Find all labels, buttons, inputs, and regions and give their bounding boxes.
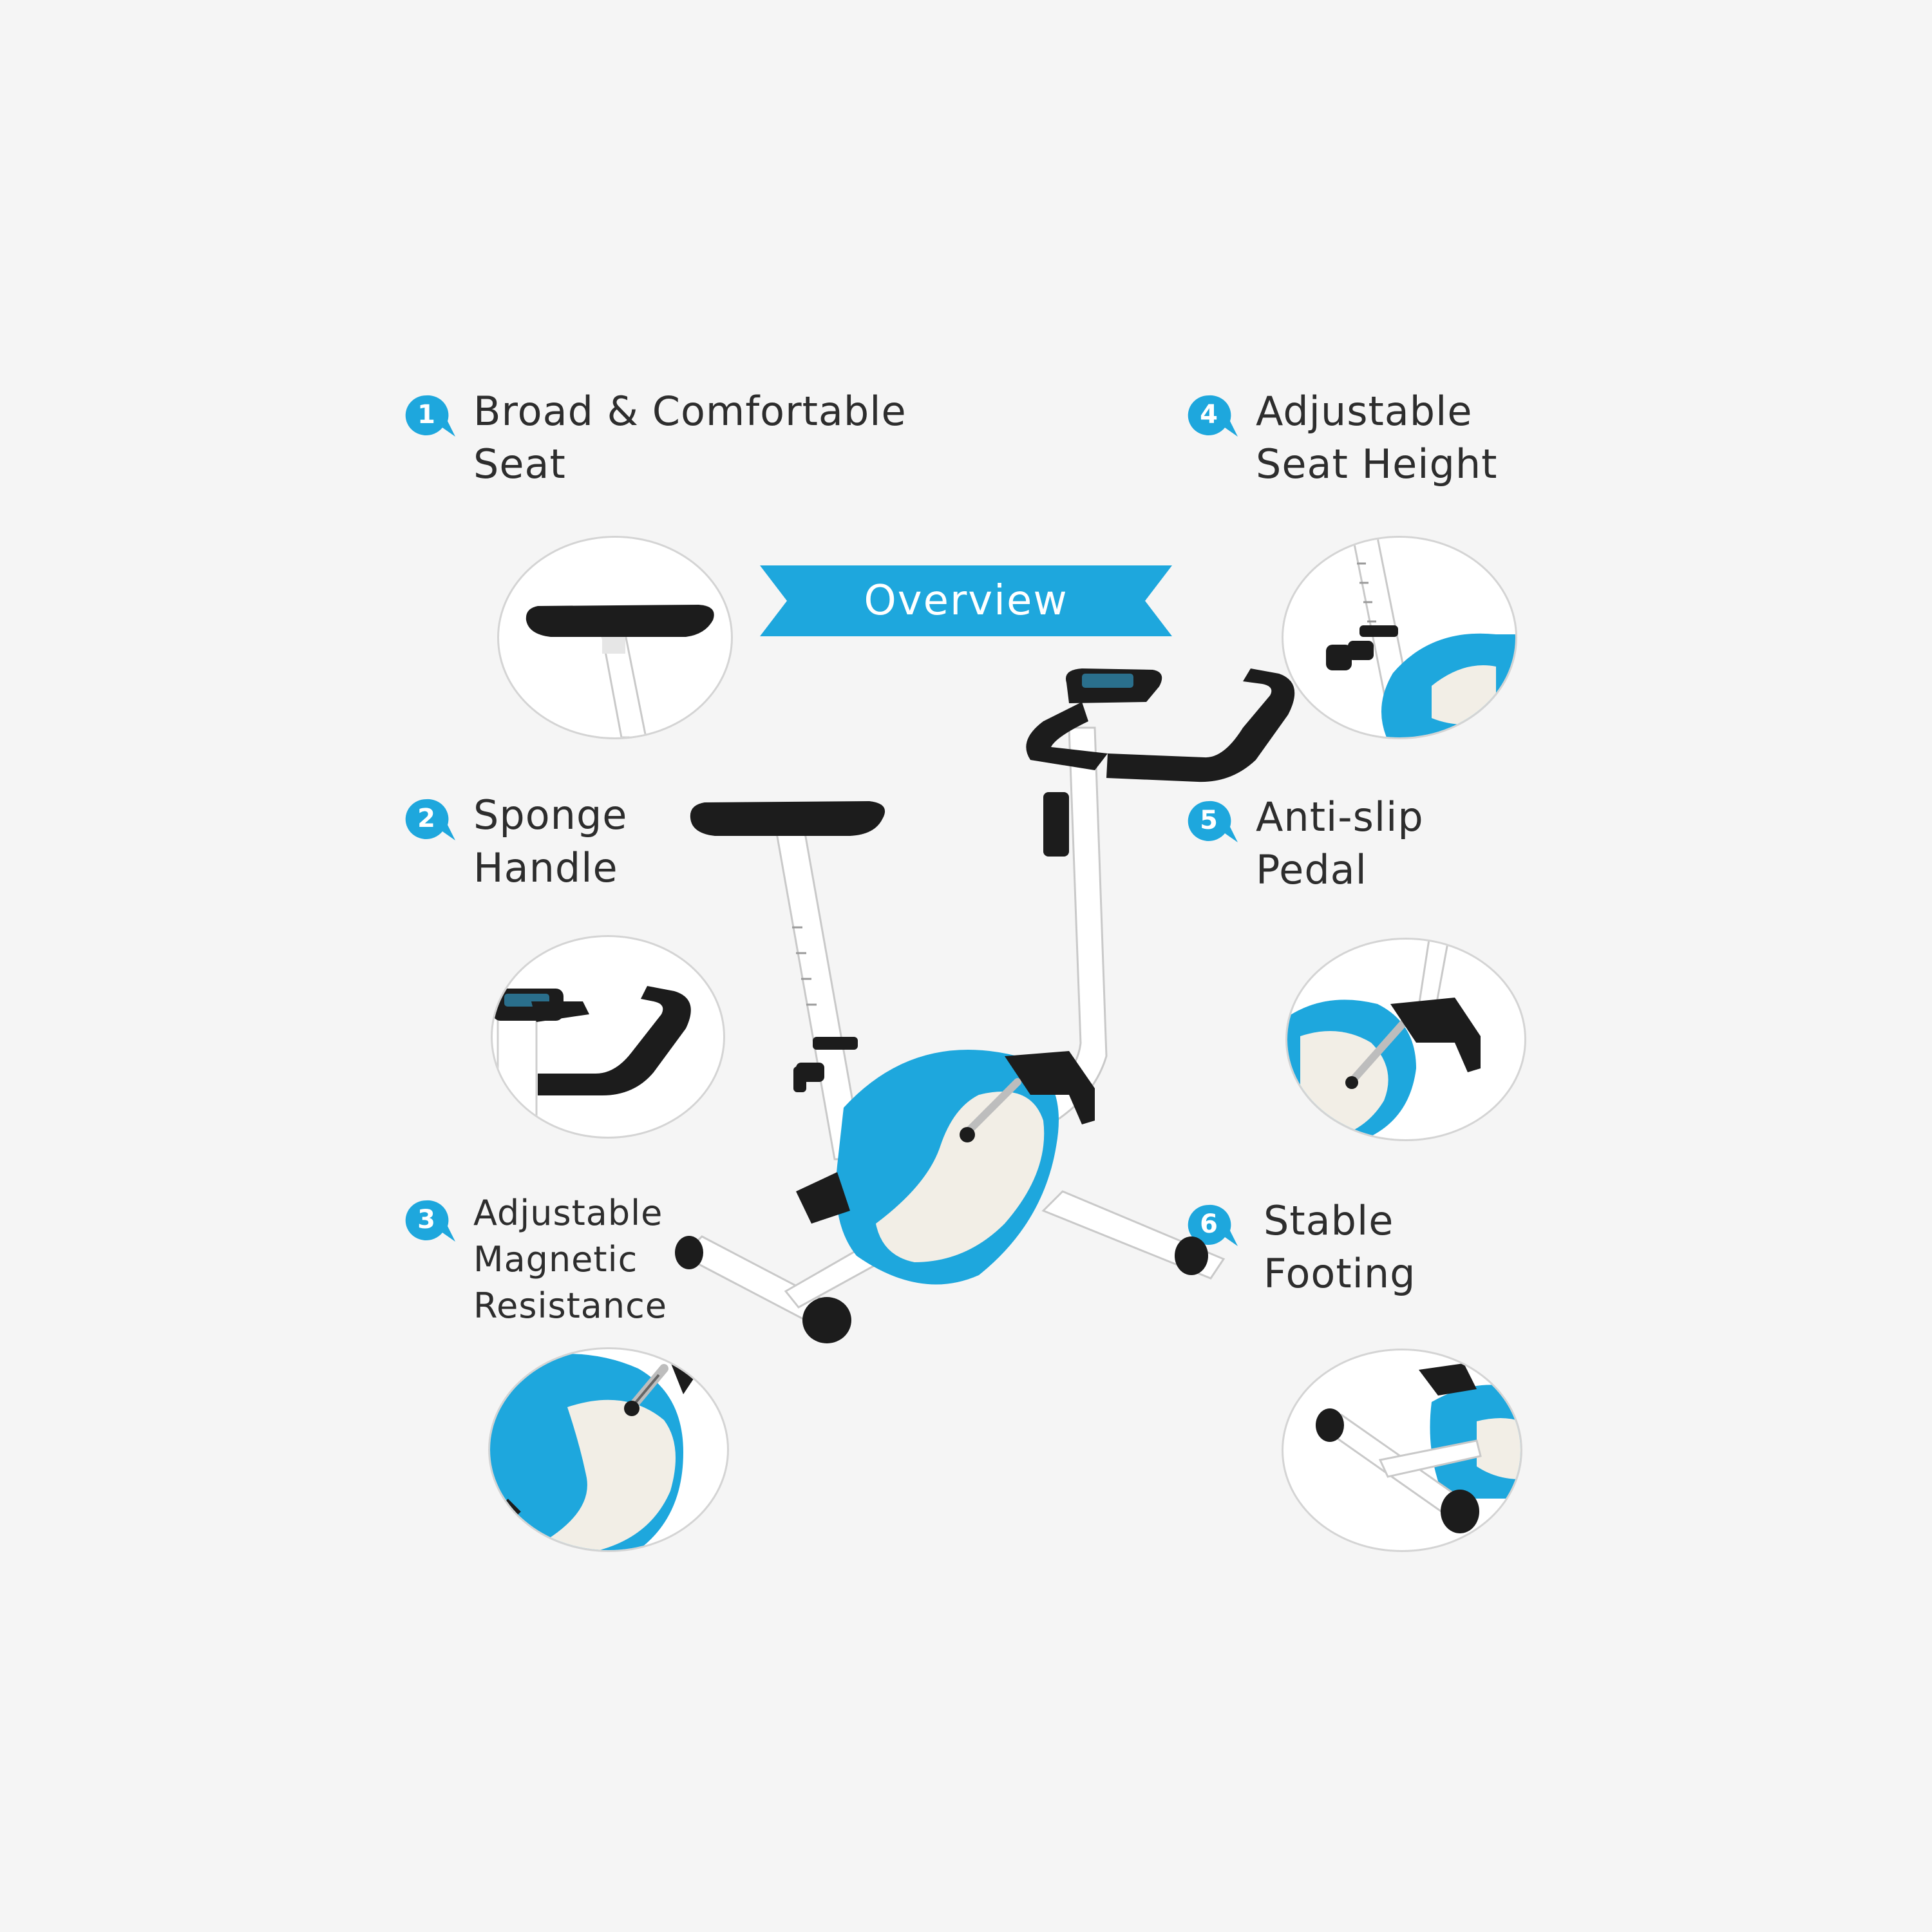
ribbon-icon: [760, 565, 1172, 636]
feature-3-number: 3: [417, 1205, 435, 1235]
feature-3-label: Adjustable Magnetic Resistance: [473, 1193, 667, 1326]
overview-banner-label: Overview: [864, 577, 1068, 625]
detail-pedal-image: [1285, 938, 1526, 1141]
feature-6-number: 6: [1200, 1209, 1218, 1239]
feature-2-label: Sponge Handle: [473, 791, 628, 891]
number-badge-icon: 5: [1185, 800, 1239, 845]
exercise-bike-image: [644, 657, 1327, 1378]
number-badge-icon: 3: [402, 1199, 457, 1244]
number-badge-icon: 6: [1185, 1204, 1239, 1249]
feature-1: 1 Broad & Comfortable Seat: [402, 385, 907, 491]
number-badge-icon: 4: [1185, 394, 1239, 439]
feature-4-number: 4: [1200, 400, 1218, 430]
detail-footing-image: [1282, 1349, 1522, 1552]
feature-6: 6 Stable Footing: [1185, 1195, 1416, 1300]
feature-5-label: Anti-slip Pedal: [1256, 793, 1424, 893]
overview-banner: Overview: [760, 560, 1172, 641]
feature-4-label: Adjustable Seat Height: [1256, 388, 1498, 488]
detail-seat-height-image: [1282, 536, 1517, 739]
feature-1-number: 1: [417, 400, 435, 430]
feature-3: 3 Adjustable Magnetic Resistance: [402, 1190, 667, 1329]
feature-6-label: Stable Footing: [1264, 1197, 1416, 1297]
detail-seat-image: [497, 536, 733, 739]
feature-5-number: 5: [1200, 806, 1218, 835]
feature-2-number: 2: [417, 804, 435, 833]
number-badge-icon: 1: [402, 394, 457, 439]
detail-resistance-image: [488, 1347, 729, 1552]
feature-1-label: Broad & Comfortable Seat: [473, 388, 907, 488]
number-badge-icon: 2: [402, 798, 457, 843]
feature-5: 5 Anti-slip Pedal: [1185, 791, 1424, 896]
feature-4: 4 Adjustable Seat Height: [1185, 385, 1497, 491]
feature-2: 2 Sponge Handle: [402, 789, 627, 895]
